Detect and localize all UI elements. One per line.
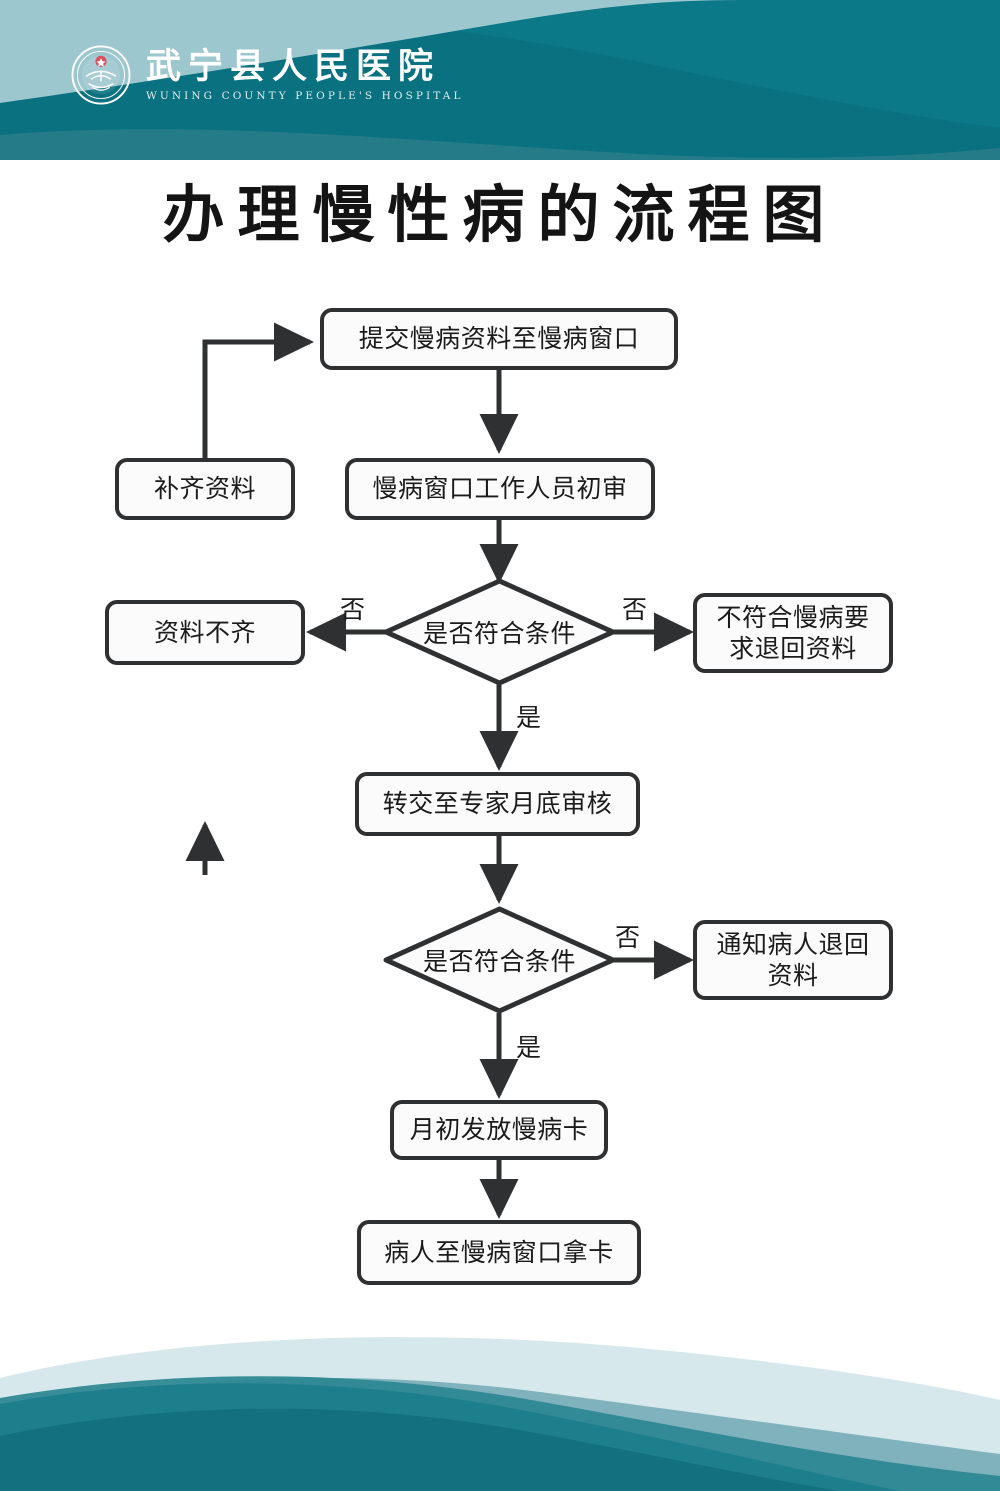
edge-supplement-to-submit	[202, 339, 288, 460]
title-container: 办理慢性病的流程图	[0, 164, 1000, 254]
node-pickup-card[interactable]: 病人至慢病窗口拿卡	[357, 1220, 641, 1285]
decision1-shape	[383, 578, 616, 686]
page-header: 武宁县人民医院 WUNING COUNTY PEOPLE'S HOSPITAL	[0, 0, 1000, 160]
hospital-brand: 武宁县人民医院 WUNING COUNTY PEOPLE'S HOSPITAL	[70, 44, 464, 106]
node-issue-card[interactable]: 月初发放慢病卡	[390, 1100, 608, 1160]
hospital-name-en: WUNING COUNTY PEOPLE'S HOSPITAL	[146, 89, 464, 102]
edge-label-decision2-no: 否	[615, 923, 641, 952]
hospital-emblem-icon	[71, 45, 131, 105]
decision1-label: 是否符合条件	[422, 619, 576, 648]
decision2-shape	[383, 906, 616, 1014]
node-submit[interactable]: 提交慢病资料至慢病窗口	[320, 308, 678, 370]
node-supplement[interactable]: 补齐资料	[115, 458, 295, 520]
node-reject1[interactable]: 不符合慢病要 求退回资料	[693, 593, 893, 673]
node-decision1[interactable]: 是否符合条件	[382, 577, 617, 687]
node-reject2[interactable]: 通知病人退回 资料	[693, 920, 893, 1000]
node-reject1-line1: 不符合慢病要	[716, 602, 870, 632]
edge-label-decision1-yes: 是	[516, 703, 542, 732]
edge-label-decision1-no-right: 否	[622, 595, 648, 624]
hospital-name-cn: 武宁县人民医院	[146, 45, 441, 87]
node-expert-review[interactable]: 转交至专家月底审核	[355, 772, 640, 836]
page-footer	[0, 1326, 1000, 1491]
node-decision2[interactable]: 是否符合条件	[382, 905, 617, 1015]
page-title: 办理慢性病的流程图	[162, 178, 838, 251]
node-reject2-line2: 资料	[767, 961, 819, 990]
header-wave-background	[0, 0, 1000, 160]
node-incomplete[interactable]: 资料不齐	[105, 600, 305, 665]
node-reject2-line1: 通知病人退回	[716, 929, 870, 959]
decision2-label: 是否符合条件	[422, 947, 576, 976]
edge-label-decision2-yes: 是	[516, 1033, 542, 1062]
edge-label-decision1-no-left: 否	[340, 595, 366, 624]
node-first-review[interactable]: 慢病窗口工作人员初审	[345, 458, 655, 520]
node-reject1-line2: 求退回资料	[729, 634, 857, 663]
flowchart: 提交慢病资料至慢病窗口 补齐资料 慢病窗口工作人员初审 资料不齐 是否符合条件 …	[0, 280, 1000, 1340]
footer-wave-background	[0, 1337, 1000, 1491]
